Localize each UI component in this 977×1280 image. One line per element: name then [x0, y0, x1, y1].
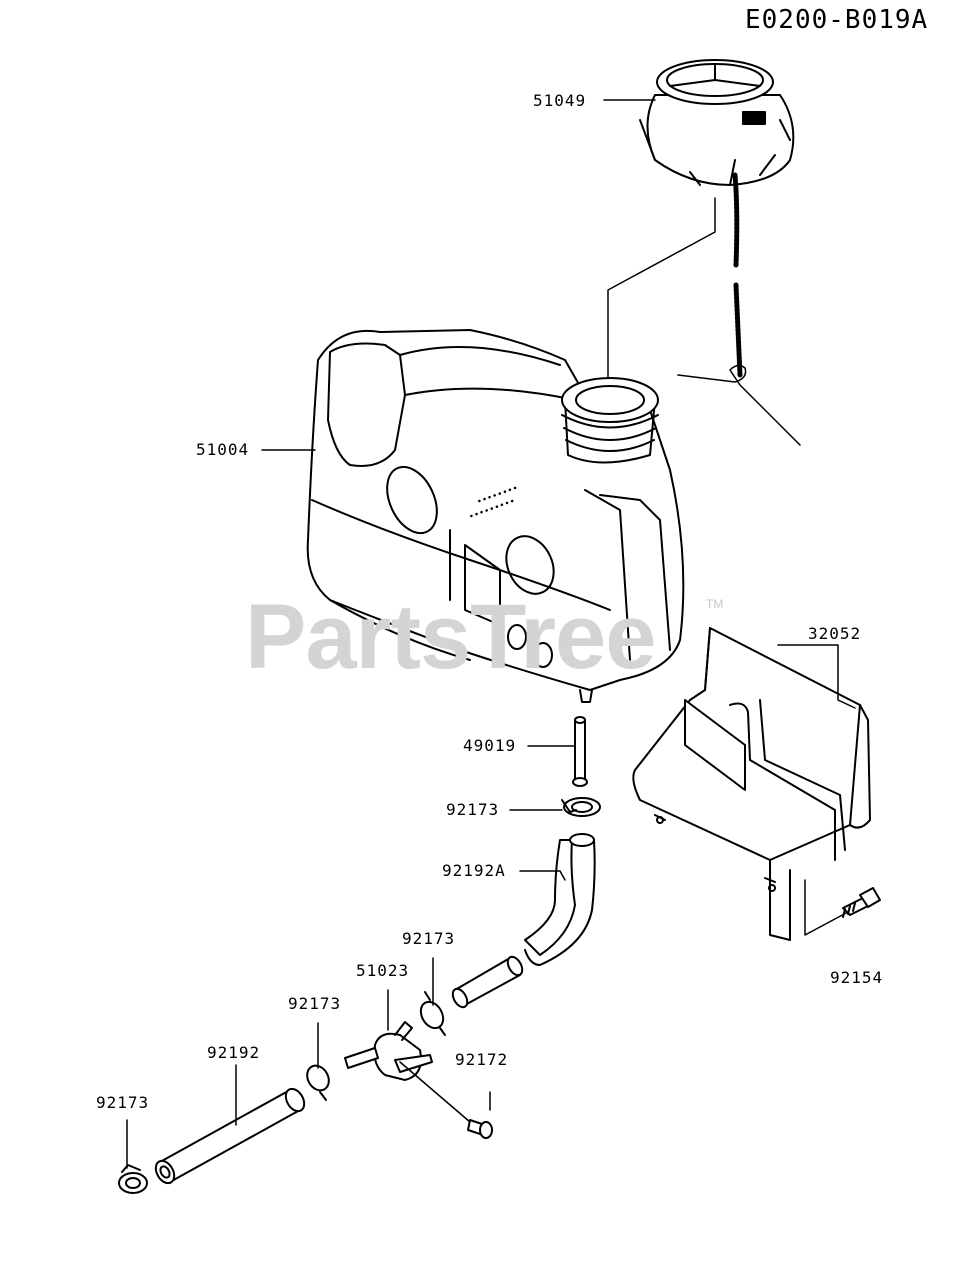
leader-lines	[126, 99, 856, 1169]
bracket-drawing	[632, 627, 871, 941]
clamp-left-drawing	[306, 1064, 330, 1101]
part-label-92173-mid[interactable]: 92173	[402, 929, 456, 948]
part-label-51049[interactable]: 51049	[533, 91, 587, 110]
hose-short-drawing	[451, 955, 524, 1009]
leader-cap-neck	[607, 197, 716, 411]
part-label-92192[interactable]: 92192	[207, 1043, 261, 1062]
diagram-code: E0200-B019A	[745, 5, 929, 35]
leader-bracket-bolt	[804, 879, 849, 936]
fuel-cock-drawing	[344, 1021, 433, 1081]
clamp-mid-drawing	[419, 991, 446, 1036]
screw-drawing	[467, 1119, 493, 1139]
watermark: PartsTree	[245, 586, 656, 688]
bolt-drawing	[842, 887, 881, 918]
part-label-92173-bottom[interactable]: 92173	[96, 1093, 150, 1112]
part-label-49019[interactable]: 49019	[463, 736, 517, 755]
pipe-drawing	[572, 716, 588, 787]
part-label-92192A[interactable]: 92192A	[442, 861, 506, 880]
part-label-92154[interactable]: 92154	[830, 968, 884, 987]
cap-tether-drawing	[677, 172, 801, 446]
part-label-92173-top[interactable]: 92173	[446, 800, 500, 819]
hose-drawing	[154, 1087, 306, 1185]
watermark-trademark: TM	[706, 597, 724, 611]
part-label-32052[interactable]: 32052	[808, 624, 862, 643]
hose-a-drawing	[524, 833, 596, 966]
fuel-tank-drawing: •••••••• •••••••••	[306, 329, 685, 703]
part-label-51023[interactable]: 51023	[356, 961, 410, 980]
clamp-top-drawing	[561, 797, 601, 817]
part-label-92172[interactable]: 92172	[455, 1050, 509, 1069]
part-label-92173-left[interactable]: 92173	[288, 994, 342, 1013]
part-label-51004[interactable]: 51004	[196, 440, 250, 459]
fuel-cap-drawing	[639, 59, 795, 186]
clamp-bottom-drawing	[118, 1164, 148, 1194]
